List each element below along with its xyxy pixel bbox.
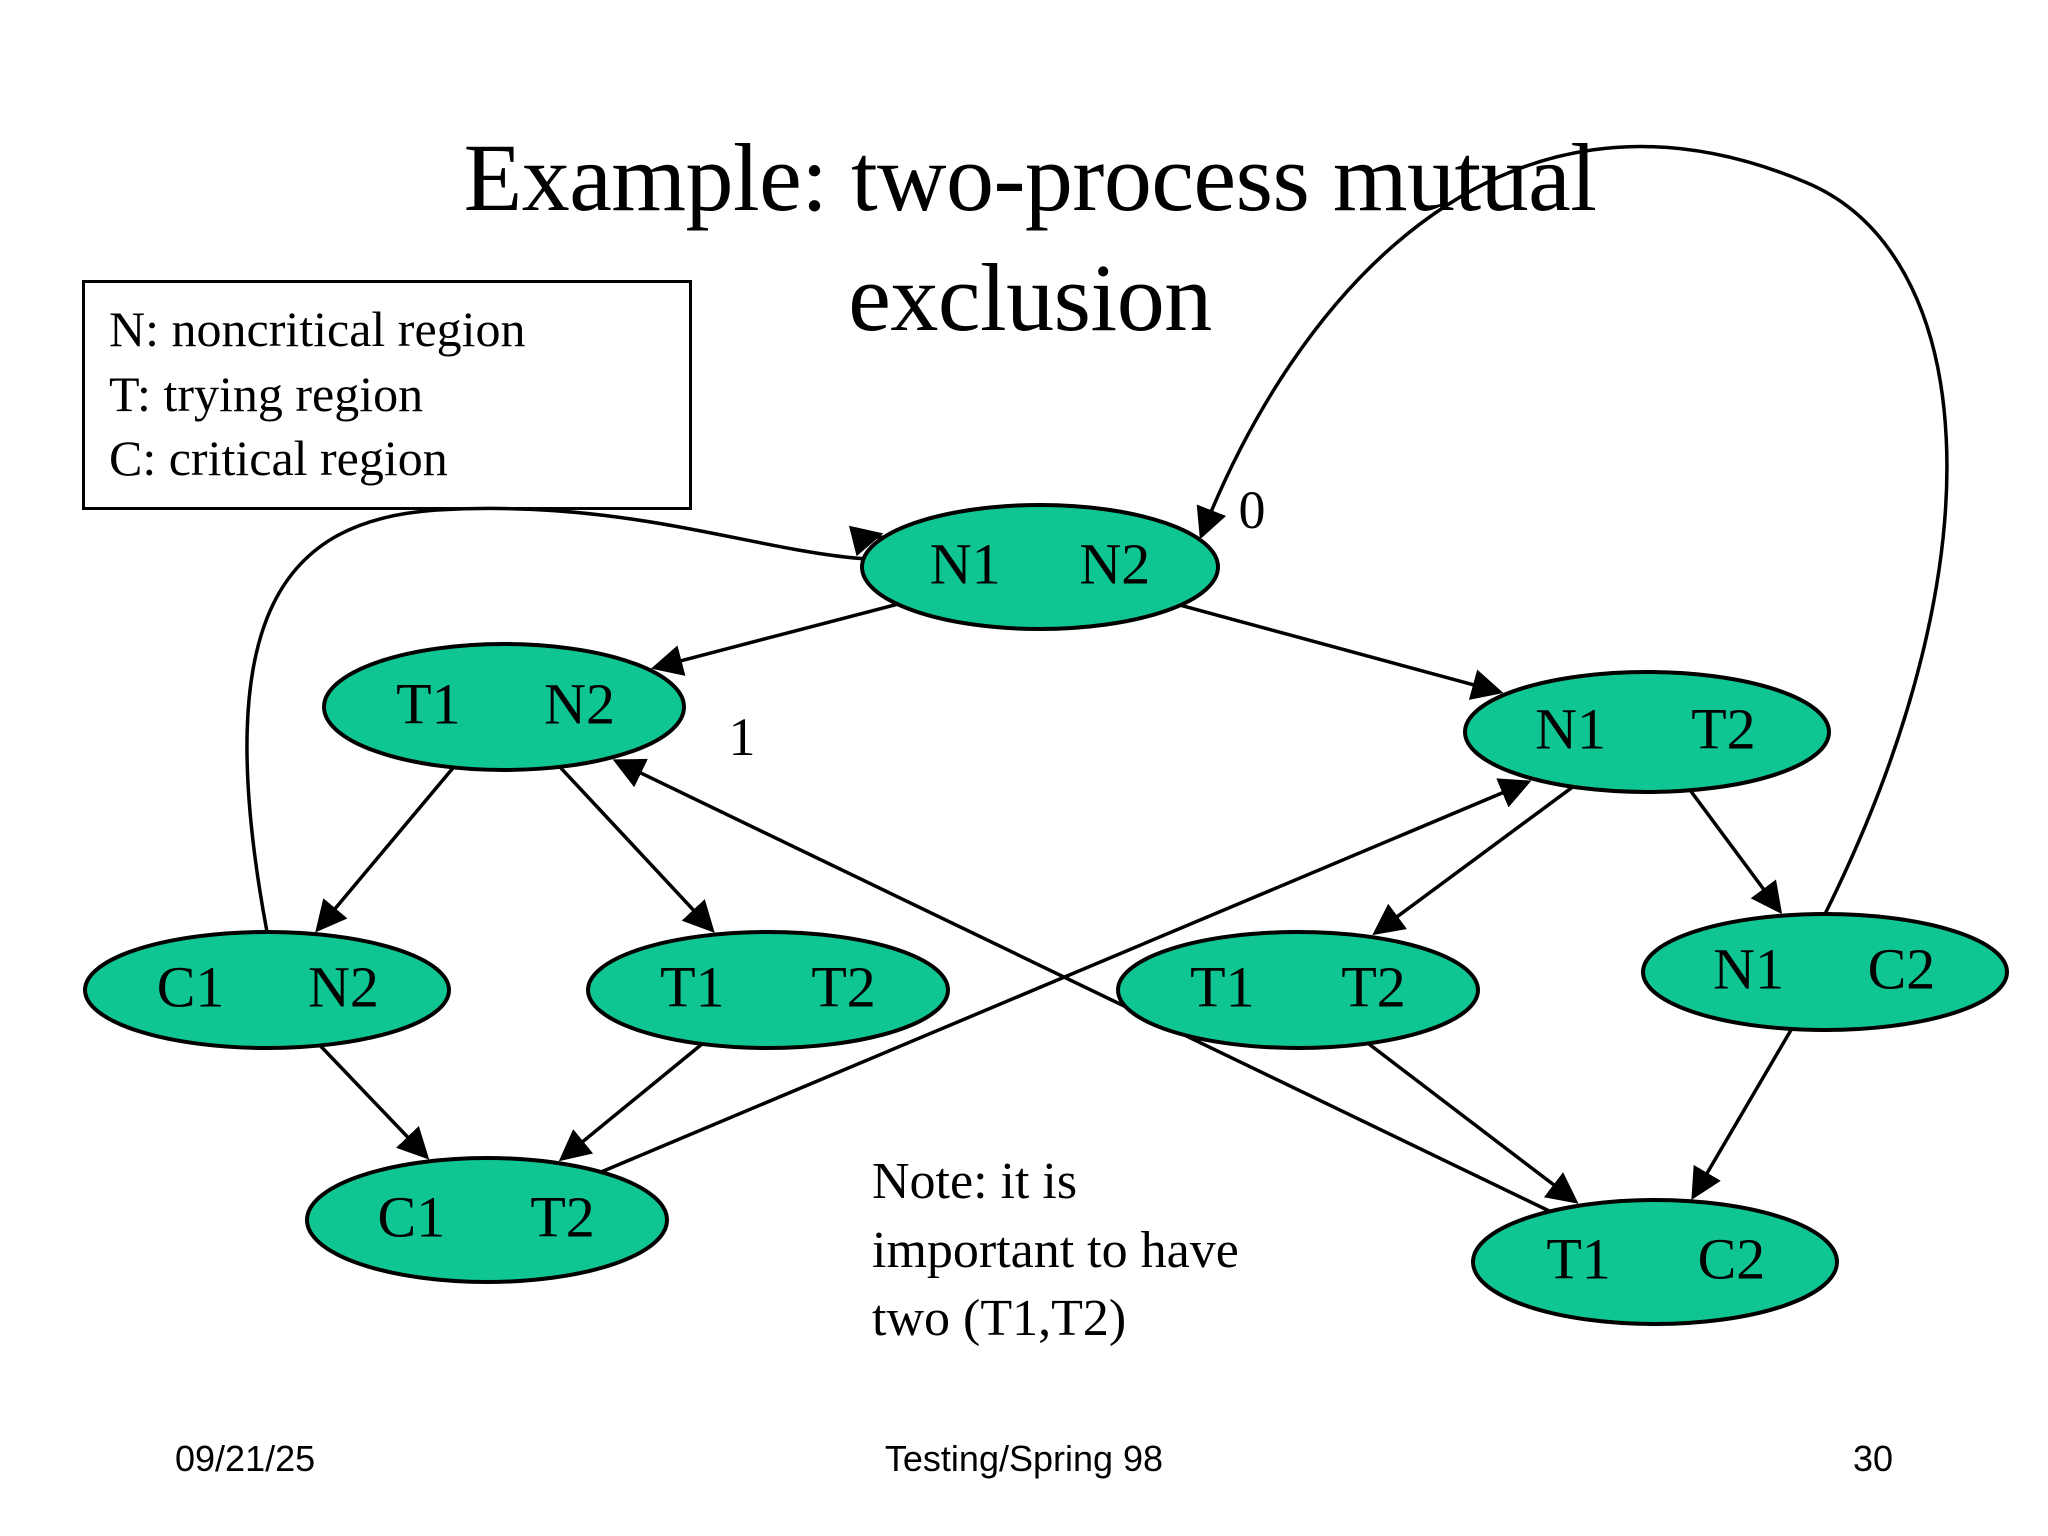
node-label-process1: N1 [1713,936,1784,1001]
node-label-process1: T1 [396,671,460,736]
edge-t1n2-to-c1n2 [315,766,455,933]
note-line-1: Note: it is [872,1153,1078,1210]
node-ellipse[interactable] [305,1156,669,1284]
state-node[interactable]: T1 T2 [586,930,950,1050]
node-ellipse[interactable] [322,642,686,772]
page-title: Example: two-process mutual exclusion [463,124,1597,351]
node-label-process1: C1 [378,1184,446,1249]
edge-c1n2-to-c1t2 [318,1044,430,1160]
state-node[interactable]: N1 N2 [860,503,1220,631]
node-ellipse[interactable] [586,930,950,1050]
state-node[interactable]: T1 N2 [322,642,686,772]
node-label-process2: N2 [308,954,379,1019]
node-label-process1: T1 [660,954,724,1019]
edge-n1c2-to-t1c2 [1691,1028,1794,1201]
state-node[interactable]: T1 C2 [1471,1198,1839,1326]
note-line-3: two (T1,T2) [872,1290,1127,1348]
state-node[interactable]: N1 C2 [1641,912,2009,1032]
node-ellipse[interactable] [1471,1198,1839,1326]
edge-n1n2-to-n1t2 [1179,603,1504,700]
state-node[interactable]: N1 T2 [1463,670,1831,794]
edge-n1c2-to-n1n2 [1196,144,1949,915]
edge-t1t2_l-to-c1t2 [558,1042,704,1162]
state-node[interactable]: C1 N2 [83,930,451,1050]
node-label-process2: C2 [1698,1226,1766,1291]
node-label-process2: T2 [1691,696,1755,761]
footer-page-number: 30 [1852,1438,1893,1479]
edge-n1t2-to-t1t2_r [1372,785,1574,936]
node-label-process2: N2 [1079,531,1150,596]
legend-line-t: T: trying region [109,365,424,422]
node-label-process2: T2 [530,1184,594,1249]
note-block: Note: it is important to have two (T1,T2… [872,1148,1392,1354]
node-ellipse[interactable] [860,503,1220,631]
edge-label: 1 [729,707,756,767]
footer-course: Testing/Spring 98 [884,1438,1164,1479]
node-ellipse[interactable] [83,930,451,1050]
edge-label: 0 [1239,480,1266,540]
node-ellipse[interactable] [1641,912,2009,1032]
node-label-process2: T2 [1341,954,1405,1019]
node-ellipse[interactable] [1463,670,1831,794]
node-label-process1: N1 [1535,696,1606,761]
legend-box: N: noncritical region T: trying region C… [82,280,692,510]
edge-t1n2-to-t1t2_l [558,765,715,933]
edge-labels-layer: 01 [729,480,1266,767]
footer-date: 09/21/25 [175,1438,316,1479]
node-label-process1: T1 [1190,954,1254,1019]
state-node[interactable]: C1 T2 [305,1156,669,1284]
legend-line-c: C: critical region [109,430,448,486]
node-label-process1: C1 [157,954,225,1019]
node-label-process2: C2 [1868,936,1936,1001]
state-node[interactable]: T1 T2 [1116,930,1480,1050]
node-ellipse[interactable] [1116,930,1480,1050]
node-label-process2: N2 [544,671,615,736]
edge-t1t2_r-to-t1c2 [1367,1042,1579,1204]
node-label-process1: T1 [1546,1226,1610,1291]
note-line-2: important to have [872,1221,1239,1279]
legend-line-n: N: noncritical region [109,301,526,357]
node-label-process2: T2 [811,954,875,1019]
slide-footer: 09/21/25 Testing/Spring 98 30 [0,1438,2048,1498]
edge-n1n2-to-t1n2 [651,602,899,676]
edge-n1t2-to-n1c2 [1688,789,1783,915]
edge-t1c2-to-t1n2 [612,758,1551,1213]
node-label-process1: N1 [930,531,1001,596]
edge-c1t2-to-n1t2 [600,778,1532,1174]
